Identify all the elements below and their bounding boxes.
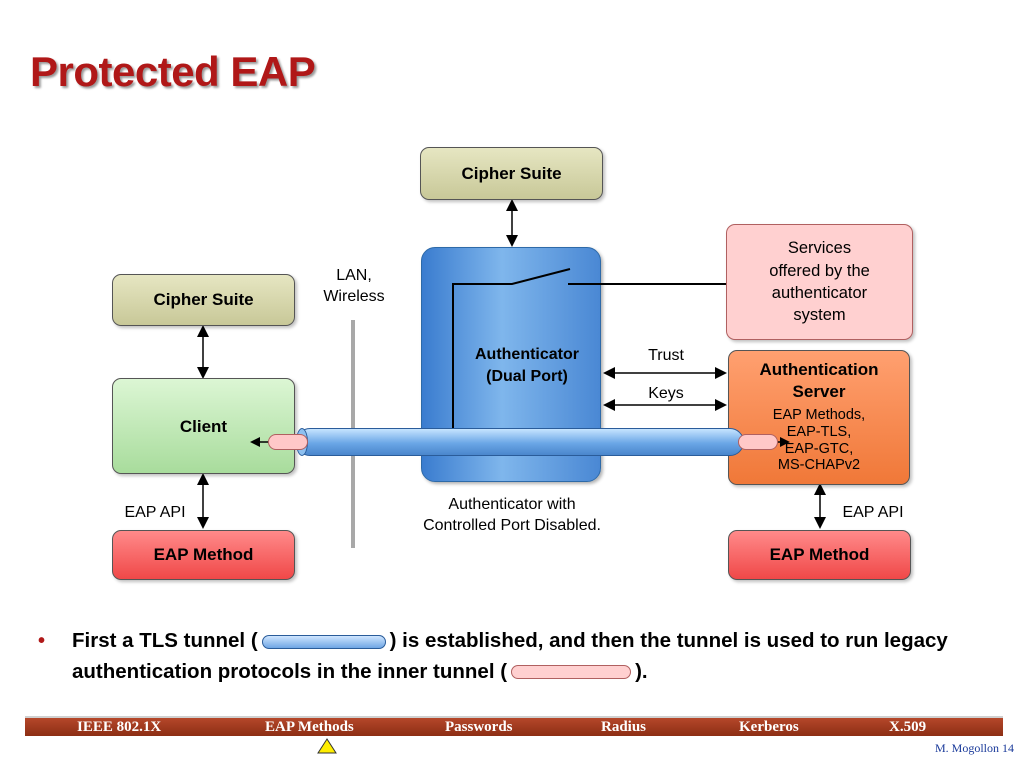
authenticator-label: Authenticator (Dual Port) — [475, 346, 579, 386]
trust-label: Trust — [648, 347, 684, 364]
keys-label: Keys — [648, 385, 684, 402]
services-box: Services offered by the authenticator sy… — [726, 224, 913, 340]
tls-tunnel-legend-icon — [261, 634, 386, 649]
slide-title: Protected EAP — [30, 48, 316, 95]
inner-tunnel-left — [268, 434, 308, 450]
lan-wireless-label: LAN, Wireless — [323, 267, 385, 305]
bullet-icon: • — [38, 630, 46, 652]
bullet-part3: ). — [635, 659, 648, 683]
footer-link-eap-methods[interactable]: EAP Methods — [265, 719, 354, 735]
footer-link-kerberos[interactable]: Kerberos — [739, 719, 799, 735]
footer-link-radius[interactable]: Radius — [601, 719, 647, 735]
auth-server-methods: EAP Methods, EAP-TLS, EAP-GTC, MS-CHAPv2 — [772, 407, 866, 474]
bullet-text-block: • First a TLS tunnel () is established, … — [38, 626, 998, 688]
bullet-part1: First a TLS tunnel ( — [72, 629, 258, 652]
cipher-suite-left: Cipher Suite — [112, 274, 295, 326]
cipher-suite-top: Cipher Suite — [420, 147, 603, 200]
eap-api-right: EAP API — [842, 504, 904, 521]
eap-api-left: EAP API — [124, 504, 186, 521]
inner-tunnel-legend-icon — [511, 665, 632, 680]
tls-tunnel — [296, 428, 744, 456]
footer-link-ieee[interactable]: IEEE 802.1X — [77, 719, 162, 735]
inner-tunnel-right — [738, 434, 778, 450]
eap-method-left: EAP Method — [112, 530, 295, 580]
controlled-port-note: Authenticator with Controlled Port Disab… — [423, 496, 601, 534]
footer-nav-bar: IEEE 802.1X EAP Methods Passwords Radius… — [25, 716, 1003, 736]
bullet-part2: ) is established, and then the tunnel is… — [72, 629, 948, 683]
footer-link-x509[interactable]: X.509 — [889, 719, 927, 735]
client-box: Client — [112, 378, 295, 474]
author-page-number: M. Mogollon 14 — [934, 741, 1014, 755]
authentication-server-box: Authentication Server EAP Methods, EAP-T… — [728, 350, 910, 485]
eap-method-right: EAP Method — [728, 530, 911, 580]
bullet-text: First a TLS tunnel () is established, an… — [72, 626, 998, 688]
auth-server-title: Authentication Server — [759, 360, 879, 402]
footer-link-passwords[interactable]: Passwords — [445, 719, 513, 735]
home-triangle-icon[interactable] — [317, 738, 337, 754]
